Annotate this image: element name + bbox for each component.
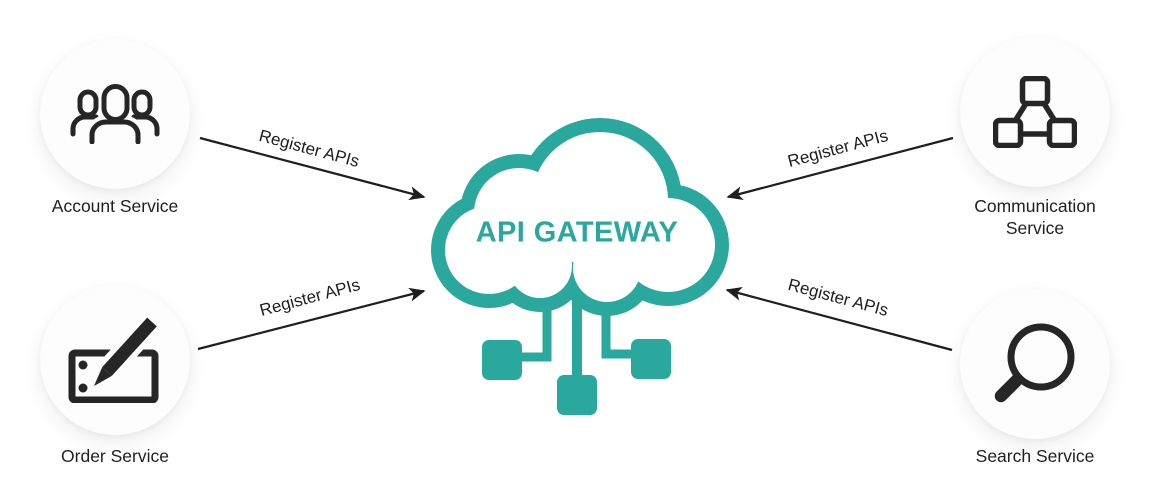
service-node-search <box>960 289 1110 439</box>
service-label-communication: Communication Service <box>974 196 1096 238</box>
service-label-account: Account Service <box>51 196 179 216</box>
network-nodes-icon <box>993 76 1077 148</box>
search-icon <box>994 323 1075 403</box>
hub-connector-lines <box>522 292 633 380</box>
order-pen-icon <box>68 317 161 403</box>
arrow-label-search: Register APIs <box>785 275 891 321</box>
users-icon <box>70 84 160 144</box>
arrow-label-communication: Register APIs <box>785 126 891 172</box>
hub-nodes-icon <box>482 339 671 415</box>
gateway-title: API GATEWAY <box>475 216 679 249</box>
service-node-communication <box>960 37 1110 187</box>
arrow-label-order: Register APIs <box>257 275 363 321</box>
service-node-order <box>40 285 190 435</box>
service-node-account <box>40 39 190 189</box>
service-label-search: Search Service <box>975 446 1095 466</box>
arrow-label-account: Register APIs <box>256 126 362 172</box>
service-label-order: Order Service <box>61 446 169 466</box>
